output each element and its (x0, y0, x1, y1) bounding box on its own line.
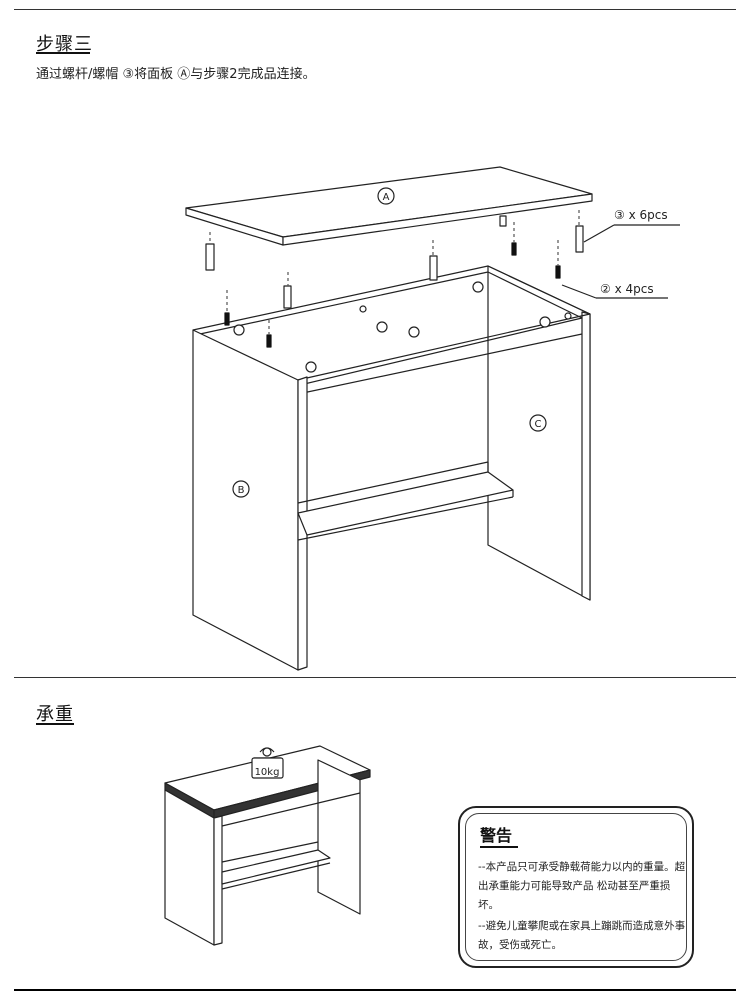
label-b: B (238, 485, 245, 496)
guide-lines (209, 210, 580, 335)
label-b-circle (232, 480, 250, 498)
label-c-circle (529, 414, 547, 432)
callout-2-label: ② x 4pcs (600, 282, 654, 296)
callout-3-label: ③ x 6pcs (614, 208, 668, 222)
step-title-underline (36, 52, 90, 54)
middle-divider (14, 677, 736, 678)
weight-icon (251, 747, 284, 779)
warning-title: 警告 (480, 826, 513, 845)
step-title: 步骤三 (36, 34, 93, 55)
callout-3-leader (583, 224, 615, 243)
warning-line-1: --本产品只可承受静载荷能力以内的重量。超出承重能力可能导致产品 松动甚至严重损… (478, 861, 686, 911)
label-c: C (535, 419, 542, 430)
cam-locks (233, 281, 572, 373)
load-title-underline (36, 723, 74, 725)
bottom-divider (14, 989, 736, 991)
label-a: A (383, 192, 390, 203)
bolts (205, 215, 584, 309)
step-instruction: 通过螺杆/螺帽 ③将面板 Ⓐ与步骤2完成品连接。 (36, 67, 316, 82)
top-divider (14, 9, 736, 10)
load-desk-drawing (164, 745, 371, 946)
warning-line-2: --避免儿童攀爬或在家具上蹦跳而造成意外事故，受伤或死亡。 (478, 920, 686, 951)
callout-2-leader (561, 284, 597, 299)
label-a-circle (377, 187, 395, 205)
desk-frame (192, 265, 591, 671)
weight-label: 10kg (255, 767, 280, 778)
warning-title-underline (480, 846, 518, 848)
load-title: 承重 (36, 704, 74, 725)
warning-inner-border (465, 813, 687, 961)
top-panel-a (185, 166, 593, 246)
warning-box: 警告 --本产品只可承受静载荷能力以内的重量。超出承重能力可能导致产品 松动甚至… (458, 806, 694, 968)
